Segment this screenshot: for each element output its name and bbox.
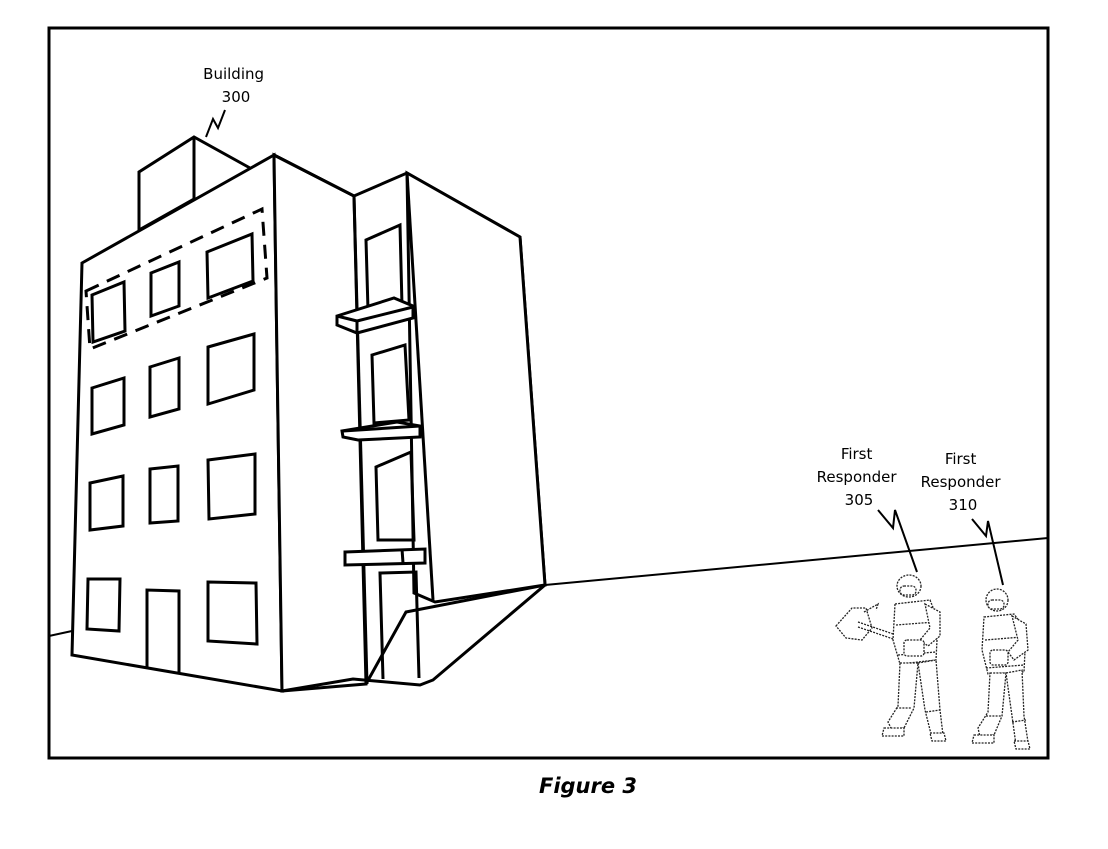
responder-305-leader-line [877,509,918,573]
building-middle-tower [272,152,368,693]
axe-icon [835,607,873,641]
tower-window [374,449,416,542]
responder-310-label: First Responder 310 [921,450,1006,514]
window [206,332,256,407]
balcony [335,296,415,335]
front-door [145,588,181,672]
window [90,279,127,345]
highlighted-region-dashed [84,206,269,352]
window [90,375,126,436]
window [148,355,181,419]
building-right-face [405,170,547,604]
tower-window [364,222,404,312]
figure-frame [47,26,1050,760]
window [206,580,259,646]
ground-line-right [544,537,1049,586]
tower-door [378,570,421,680]
ground-line-left [48,630,73,637]
first-responder-310 [971,588,1031,750]
building-leader-line [205,109,226,138]
first-responder-305 [835,574,947,742]
balcony [340,420,422,442]
responder-305-label: First Responder 305 [817,445,902,509]
building-300 [70,109,547,693]
responder-310-leader-line [971,518,1004,586]
tower-window [370,343,411,425]
window [88,474,125,532]
window [85,577,122,633]
building-label: Building 300 [203,65,269,106]
window [148,464,180,525]
rooftop-box [137,135,251,230]
window [149,259,181,319]
window [205,231,255,301]
figure-caption: Figure 3 [539,774,637,798]
window [206,452,257,521]
balcony [343,547,427,567]
